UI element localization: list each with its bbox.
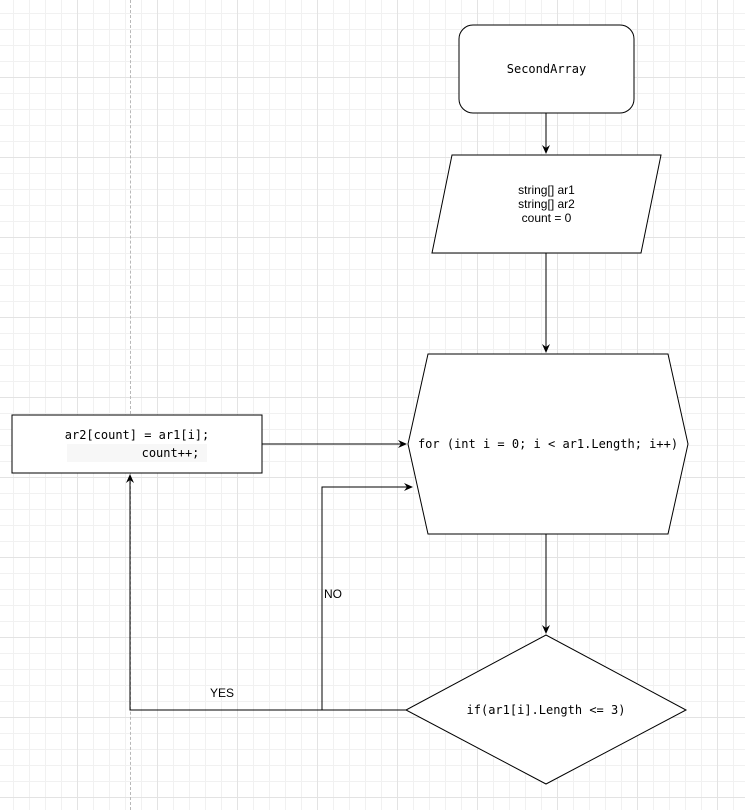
decision-node[interactable] [404, 634, 688, 785]
edge-label-yes: YES [209, 686, 234, 700]
input-node-text: string[] ar1 string[] ar2 count = 0 [452, 155, 641, 253]
page-guide-line [130, 0, 131, 810]
start-node-label: SecondArray [506, 62, 587, 76]
edge-decision-no[interactable] [321, 483, 413, 710]
process-line-1: ar2[count] = ar1[i]; [64, 428, 210, 442]
process-node-text: ar2[count] = ar1[i]; count++; [12, 415, 262, 473]
input-line-2: string[] ar2 [518, 197, 575, 211]
edge-label-no: NO [324, 587, 342, 601]
decision-node-label: if(ar1[i].Length <= 3) [466, 703, 626, 717]
input-line-3: count = 0 [521, 211, 572, 225]
process-line-2: count++; [66, 444, 208, 462]
loop-node[interactable] [407, 353, 689, 535]
edge-decision-yes[interactable] [126, 474, 406, 711]
input-node[interactable] [431, 154, 662, 254]
input-line-1: string[] ar1 [518, 183, 575, 197]
loop-node-label: for (int i = 0; i < ar1.Length; i++) [417, 437, 679, 451]
